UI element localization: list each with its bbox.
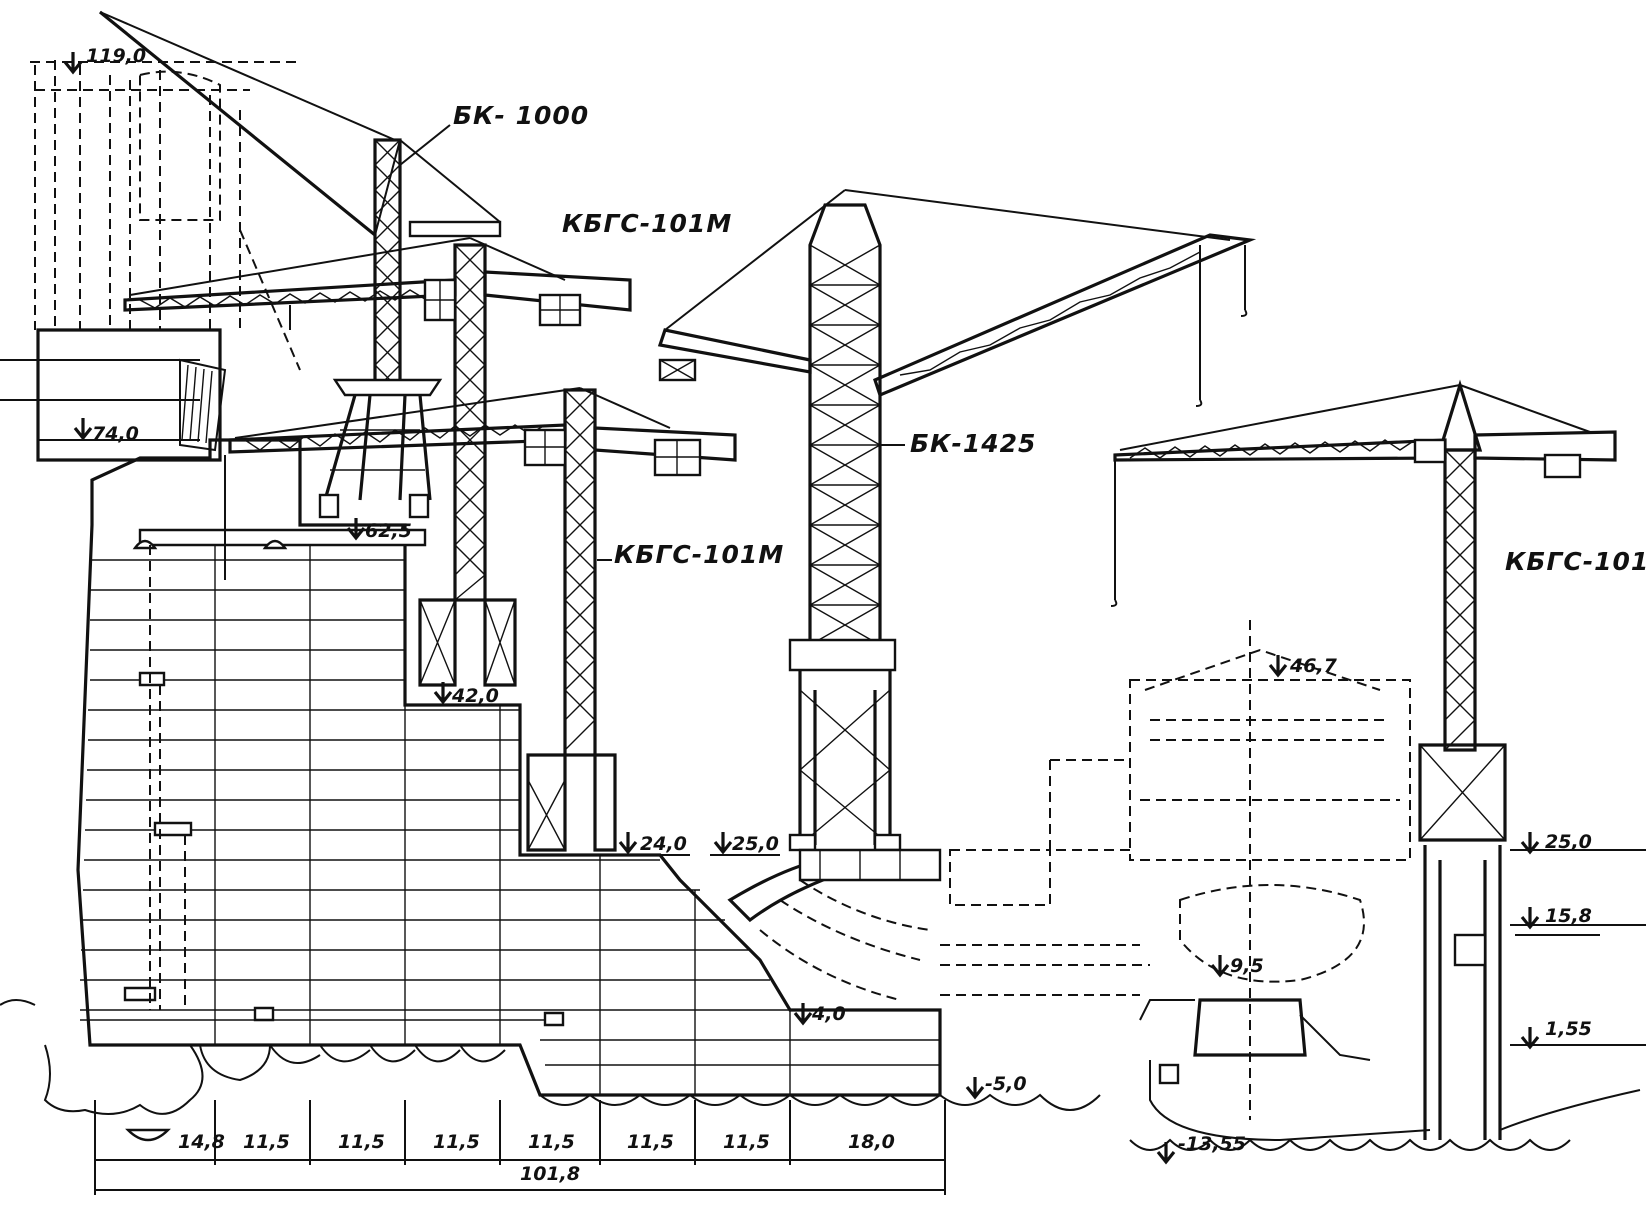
dimension-11-5-e: 11,5 bbox=[627, 1131, 674, 1153]
dimension-11-5-d: 11,5 bbox=[528, 1131, 575, 1153]
dimension-lines bbox=[94, 1100, 946, 1195]
label-crane-kbgs-right: КБГС-101М bbox=[1505, 547, 1646, 576]
elevation-62-5: 62,5 bbox=[365, 520, 412, 542]
elevation-46-7: 46,7 bbox=[1289, 655, 1338, 677]
spillway bbox=[727, 848, 942, 1001]
elevation-119: 119,0 bbox=[86, 45, 146, 67]
elevation-1-55: 1,55 bbox=[1545, 1018, 1592, 1040]
dimension-11-5-c: 11,5 bbox=[433, 1131, 480, 1153]
label-crane-bk-1000: БК- 1000 bbox=[453, 101, 589, 130]
elevation-minus-13-55: -13,55 bbox=[1178, 1133, 1246, 1155]
elevation-minus-5: -5,0 bbox=[985, 1073, 1027, 1095]
dimension-11-5-b: 11,5 bbox=[338, 1131, 385, 1153]
label-crane-kbgs-mid: КБГС-101М bbox=[614, 540, 784, 569]
crane-kbgs-mid bbox=[224, 387, 737, 852]
crane-kbgs-right bbox=[1110, 379, 1617, 1140]
elevation-markers bbox=[63, 52, 1540, 1165]
label-crane-bk-1425: БК-1425 bbox=[910, 429, 1036, 458]
rock-foundation bbox=[0, 999, 1641, 1151]
dimension-14-8: 14,8 bbox=[178, 1131, 225, 1153]
elevation-4: 4,0 bbox=[811, 1003, 846, 1025]
dimension-11-5-f: 11,5 bbox=[723, 1131, 770, 1153]
block-joints bbox=[214, 545, 791, 1095]
upper-structure-dashed bbox=[0, 60, 301, 462]
water-lines bbox=[625, 849, 1646, 1046]
dam-body bbox=[76, 438, 942, 1097]
elevation-25-right: 25,0 bbox=[1545, 831, 1592, 853]
crane-kbgs-upper bbox=[123, 237, 632, 687]
elevation-24: 24,0 bbox=[640, 833, 687, 855]
label-crane-kbgs-upper: КБГС-101М bbox=[562, 209, 732, 238]
elevation-15-8: 15,8 bbox=[1545, 905, 1592, 927]
galleries bbox=[123, 539, 565, 1027]
dimension-11-5-a: 11,5 bbox=[243, 1131, 290, 1153]
elevation-25-left: 25,0 bbox=[732, 833, 779, 855]
powerhouse-dashed bbox=[940, 620, 1431, 1142]
crane-bk-1425 bbox=[657, 189, 1257, 852]
elevation-9-5: 9,5 bbox=[1230, 955, 1264, 977]
elevation-42: 42,0 bbox=[451, 685, 499, 707]
dimension-18: 18,0 bbox=[848, 1131, 895, 1153]
dimension-total-101-8: 101,8 bbox=[520, 1163, 580, 1185]
lift-lines bbox=[80, 559, 940, 1066]
elevation-74: 74,0 bbox=[92, 423, 139, 445]
